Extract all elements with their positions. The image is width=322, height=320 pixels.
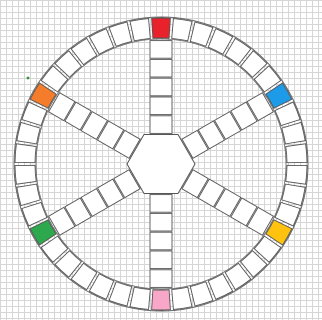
spoke-space-cell[interactable] xyxy=(150,59,172,77)
spoke-space[interactable] xyxy=(150,195,172,213)
spoke-space[interactable] xyxy=(150,232,172,250)
spoke-space[interactable] xyxy=(150,270,172,288)
spoke-space-cell[interactable] xyxy=(150,213,172,231)
spoke-space[interactable] xyxy=(150,59,172,77)
spoke-space[interactable] xyxy=(150,78,172,96)
start-space-pink[interactable] xyxy=(152,290,171,310)
ring-space[interactable] xyxy=(130,287,150,309)
start-space-red[interactable] xyxy=(152,18,171,38)
ring-space[interactable] xyxy=(172,287,192,309)
spoke-space-cell[interactable] xyxy=(150,195,172,213)
ring-space[interactable] xyxy=(15,144,36,163)
spoke-space-cell[interactable] xyxy=(150,270,172,288)
ring-space[interactable] xyxy=(130,19,150,41)
ring-space[interactable] xyxy=(282,184,305,205)
ring-space[interactable] xyxy=(172,19,192,41)
spoke-space-cell[interactable] xyxy=(150,97,172,115)
ring-space[interactable] xyxy=(286,165,307,184)
spoke-space[interactable] xyxy=(150,116,172,134)
ring-space[interactable] xyxy=(282,122,305,143)
spoke-space[interactable] xyxy=(150,97,172,115)
spoke-space[interactable] xyxy=(150,213,172,231)
ring-space[interactable] xyxy=(17,184,40,205)
spoke-space-cell[interactable] xyxy=(150,116,172,134)
spoke-space-cell[interactable] xyxy=(150,232,172,250)
spoke-space[interactable] xyxy=(150,41,172,59)
ring-space[interactable] xyxy=(286,144,307,163)
stray-mark xyxy=(27,77,30,80)
spoke-space-cell[interactable] xyxy=(150,41,172,59)
spoke-space-cell[interactable] xyxy=(150,78,172,96)
ring-space[interactable] xyxy=(17,122,40,143)
spoke-space[interactable] xyxy=(150,251,172,269)
ring-space[interactable] xyxy=(15,165,36,184)
spoke-space-cell[interactable] xyxy=(150,251,172,269)
